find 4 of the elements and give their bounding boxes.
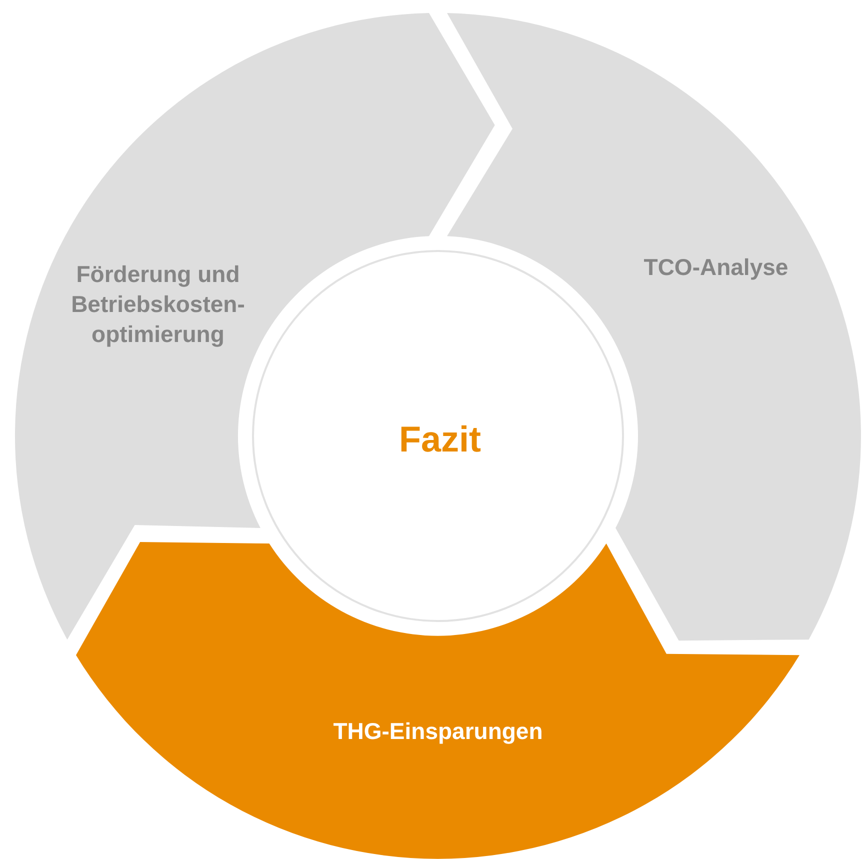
segment-label: Fazit: [398, 418, 482, 462]
segment-label: THG-Einsparungen: [332, 717, 544, 746]
segment-label: TCO-Analyse: [642, 253, 790, 282]
segment-label: Förderung und Betriebskosten-optimierung: [70, 260, 246, 349]
